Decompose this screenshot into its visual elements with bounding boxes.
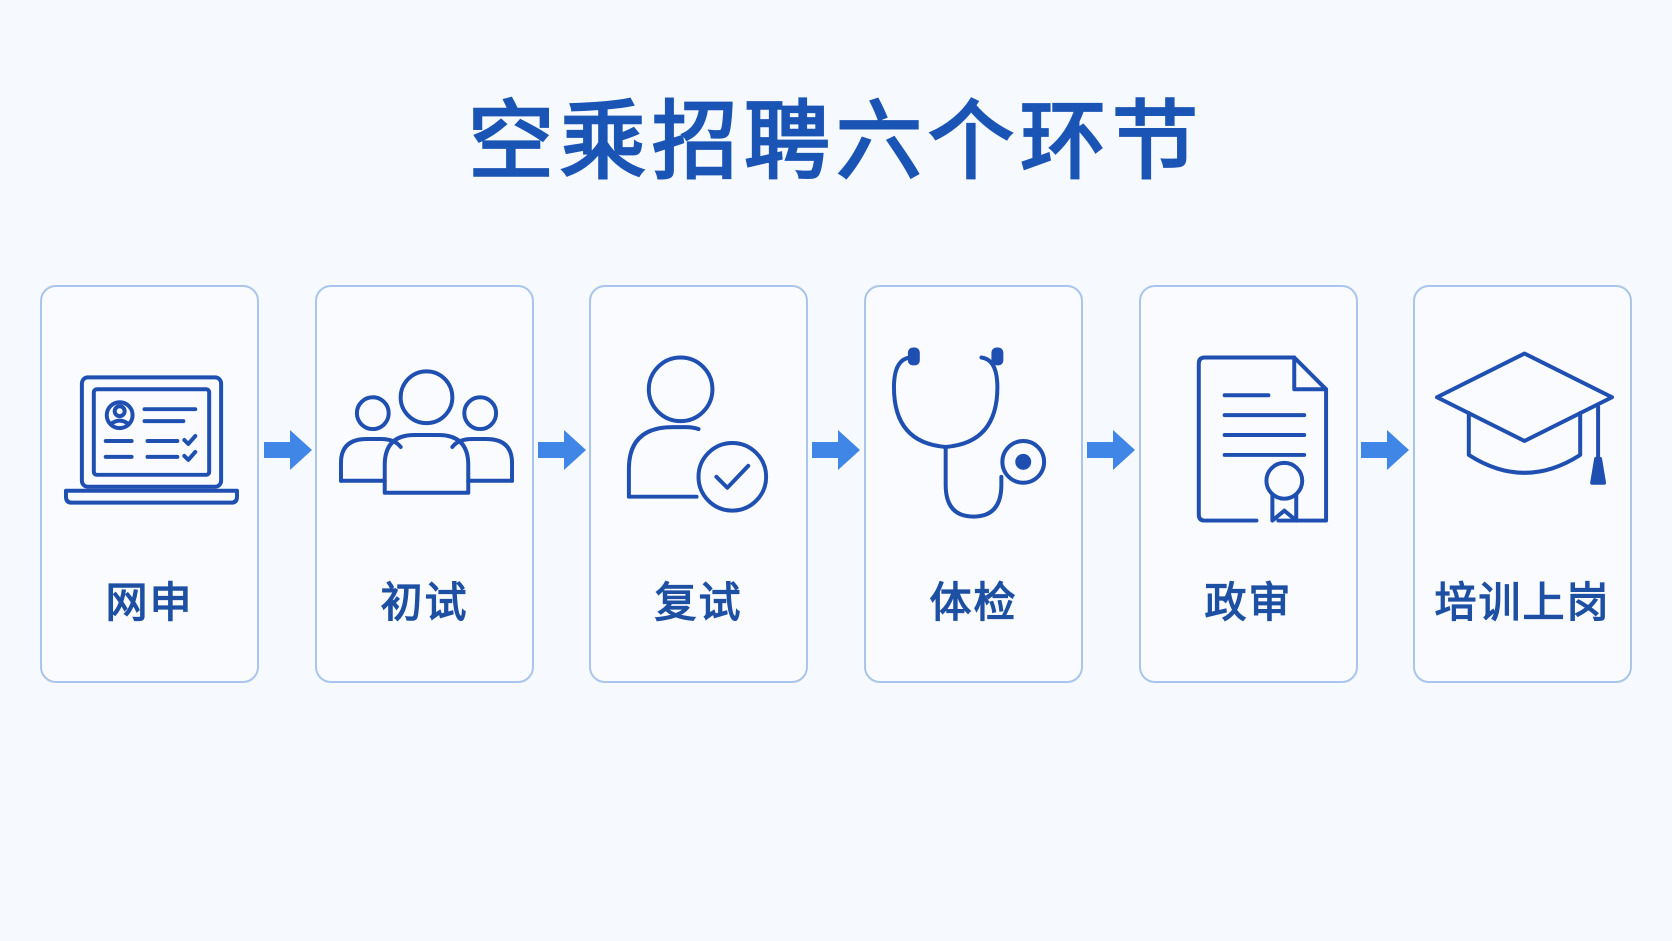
certificate-document-icon [1161, 347, 1340, 537]
arrow-right-icon [812, 428, 862, 472]
step-card-training: 培训上岗 [1413, 285, 1632, 683]
stethoscope-icon [886, 347, 1065, 537]
step-label: 初试 [380, 578, 469, 627]
laptop-form-icon [62, 347, 241, 537]
graduation-cap-icon [1435, 347, 1614, 537]
step-card-second-interview: 复试 [589, 285, 808, 683]
arrow-right-icon [1361, 428, 1411, 472]
group-people-icon [337, 347, 516, 537]
arrow-right-icon [538, 428, 588, 472]
step-card-online-application: 网申 [40, 285, 259, 683]
step-label: 体检 [929, 578, 1018, 627]
diagram-title: 空乘招聘六个环节 [468, 92, 1204, 192]
arrow-right-icon [264, 428, 314, 472]
person-check-icon [611, 347, 790, 537]
step-card-first-interview: 初试 [315, 285, 534, 683]
step-card-medical-exam: 体检 [864, 285, 1083, 683]
step-label: 网申 [105, 578, 194, 627]
step-label: 政审 [1204, 578, 1293, 627]
step-card-political-review: 政审 [1139, 285, 1358, 683]
arrow-right-icon [1087, 428, 1137, 472]
step-label: 复试 [654, 578, 743, 627]
step-label: 培训上岗 [1434, 578, 1611, 627]
